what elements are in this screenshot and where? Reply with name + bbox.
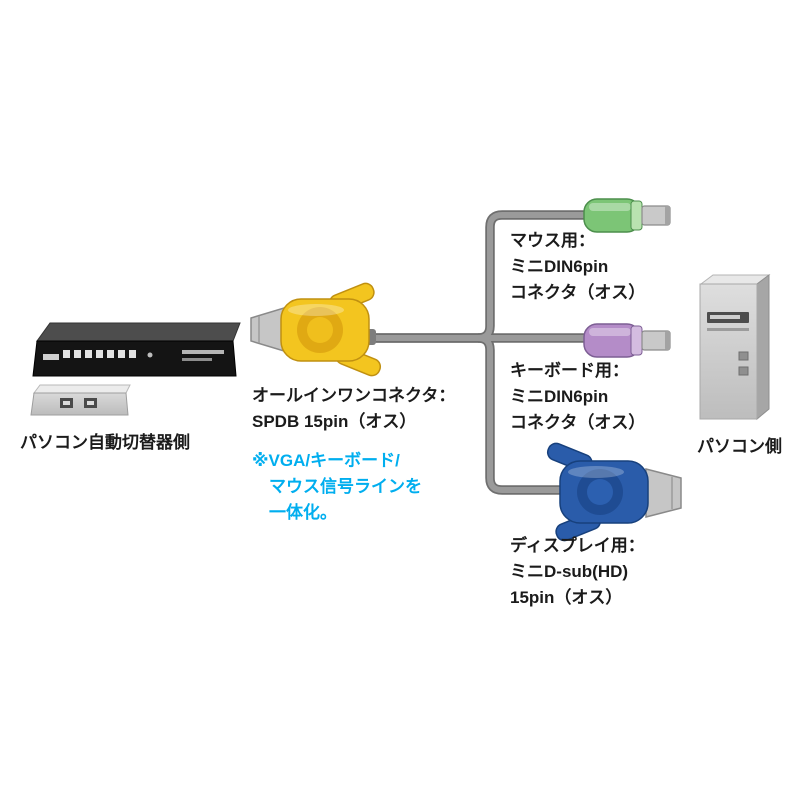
switch-unit-illustration [30,384,131,416]
kvm-logo-mark [43,354,59,360]
kvm-side-label: パソコン自動切替器側 [20,433,190,452]
mouse-connector-illustration [583,198,671,233]
kvm-port-buttons [63,350,136,358]
allinone-label-line1: オールインワンコネクタ： [252,386,456,405]
note-line2: マウス信号ラインを [269,477,422,496]
allinone-connector-illustration [250,282,382,377]
mouse-connector-label: マウス用： ミニDIN6pin コネクタ（オス） [510,228,645,306]
note-line1: ※VGA/キーボード/ [252,451,400,470]
display-label-line3: 15pin（オス） [510,588,623,607]
keyboard-connector-label: キーボード用： ミニDIN6pin コネクタ（オス） [510,358,645,436]
display-label-line1: ディスプレイ用： [510,536,645,555]
dsub-shell [250,306,285,353]
keyboard-connector-illustration [583,323,671,358]
display-connector-illustration [546,442,682,542]
mouse-label-line1: マウス用： [510,231,595,250]
display-connector-label: ディスプレイ用： ミニD-sub(HD) 15pin（オス） [510,533,645,611]
reset-button [738,366,749,376]
keyboard-label-line2: ミニDIN6pin [510,387,609,406]
mouse-label-line3: コネクタ（オス） [510,283,646,302]
cable-display [477,335,572,493]
display-label-line2: ミニD-sub(HD) [510,562,629,581]
pc-side-label: パソコン側 [697,437,782,456]
pc-tower-illustration [699,274,771,421]
mouse-label-line2: ミニDIN6pin [510,257,609,276]
kvm-switch-illustration [32,322,241,377]
cable-lines [370,210,598,495]
keyboard-label-line3: コネクタ（オス） [510,413,646,432]
dsub-shell [645,468,682,518]
power-button [738,351,749,361]
allinone-connector-label: オールインワンコネクタ： SPDB 15pin（オス） [252,383,455,435]
integration-note: ※VGA/キーボード/ マウス信号ラインを 一体化。 [252,448,422,526]
keyboard-label-line1: キーボード用： [510,361,629,380]
note-line3: 一体化。 [269,503,337,522]
allinone-label-line2: SPDB 15pin（オス） [252,412,417,431]
